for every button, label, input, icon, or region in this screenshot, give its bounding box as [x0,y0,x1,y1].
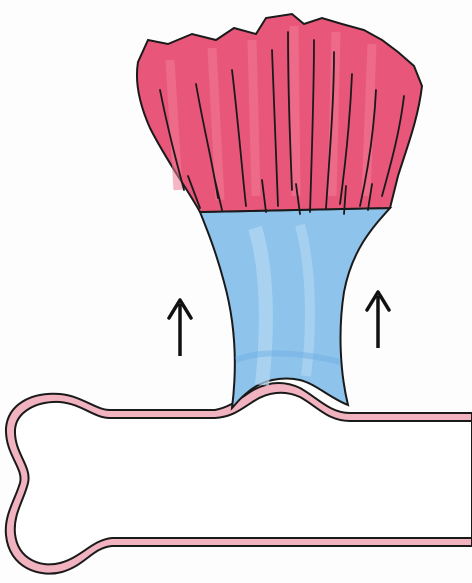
tendon [200,208,390,408]
arrow-up-icon [169,300,191,356]
muscle-belly [137,14,422,214]
arrow-up-icon [367,292,389,348]
bone [6,383,472,574]
tendon-body [200,208,390,408]
